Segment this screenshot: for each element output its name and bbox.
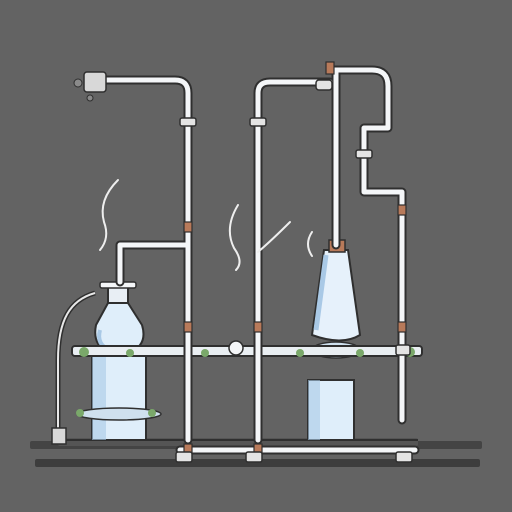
top-left-tap <box>73 71 107 102</box>
left-pedestal-base <box>76 353 162 441</box>
pipe-clamps <box>175 79 413 463</box>
support-shelf <box>71 340 423 357</box>
right-conical-vessel <box>310 239 362 359</box>
left-flask <box>94 281 145 353</box>
overhead-pipe-network <box>95 65 420 455</box>
right-pedestal-base <box>307 379 355 441</box>
steam-wisps <box>99 179 313 271</box>
copper-fittings <box>183 61 407 455</box>
